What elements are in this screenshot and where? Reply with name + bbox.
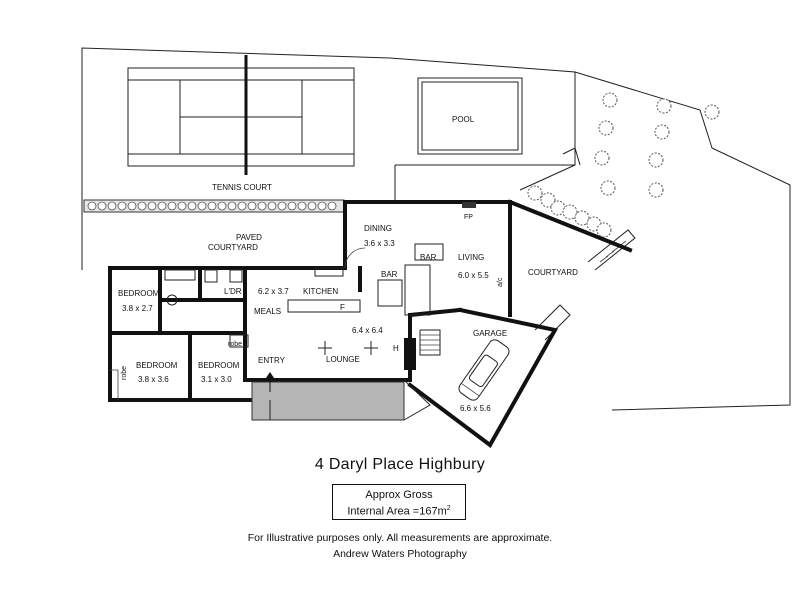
tennis-court: TENNIS COURT bbox=[127, 55, 355, 192]
tree-shrub bbox=[648, 152, 664, 168]
photographer-credit: Andrew Waters Photography bbox=[333, 548, 467, 560]
garden-hedge bbox=[83, 199, 345, 213]
house-walls bbox=[108, 199, 633, 448]
tree-shrub bbox=[600, 180, 616, 196]
tree-shrub bbox=[598, 120, 614, 136]
tree-shrub bbox=[594, 150, 610, 166]
fireplace-label: FP bbox=[464, 214, 473, 221]
garage-size: 6.6 x 5.6 bbox=[460, 404, 491, 413]
hedge-shrub bbox=[157, 201, 167, 211]
tree-shrub bbox=[602, 92, 618, 108]
living-size: 6.0 x 5.5 bbox=[458, 271, 489, 280]
tree-shrub bbox=[540, 192, 556, 208]
tree-shrub bbox=[550, 200, 566, 216]
hedge-shrub bbox=[217, 201, 227, 211]
bedroom2-size: 3.8 x 3.6 bbox=[138, 375, 169, 384]
dining-label: DINING bbox=[364, 224, 392, 233]
hedge-shrub bbox=[277, 201, 287, 211]
hedge-shrub bbox=[197, 201, 207, 211]
tree-shrub bbox=[704, 104, 720, 120]
courtyard-label: COURTYARD bbox=[528, 268, 578, 277]
hedge-shrub bbox=[137, 201, 147, 211]
bedroom1-label: BEDROOM bbox=[118, 289, 160, 298]
paved-courtyard-label-2: COURTYARD bbox=[208, 243, 258, 252]
hedge-shrub bbox=[187, 201, 197, 211]
front-patio bbox=[251, 381, 405, 421]
lounge-size: 6.4 x 6.4 bbox=[352, 326, 383, 335]
fridge-label: F bbox=[340, 303, 345, 312]
bedroom3-size: 3.1 x 3.0 bbox=[201, 375, 232, 384]
disclaimer-text: For Illustrative purposes only. All meas… bbox=[247, 532, 553, 544]
garden-trees bbox=[527, 92, 720, 238]
car-outline bbox=[458, 339, 510, 401]
tree-shrub bbox=[648, 182, 664, 198]
area-value: Internal Area =167m bbox=[347, 505, 447, 518]
kitchen-size: 6.2 x 3.7 bbox=[258, 287, 289, 296]
hedge-shrub bbox=[87, 201, 97, 211]
pool-label: POOL bbox=[452, 115, 475, 124]
area-summary-box: Approx Gross Internal Area =167m2 bbox=[332, 484, 466, 520]
tree-shrub bbox=[562, 204, 578, 220]
meals-label: MEALS bbox=[254, 307, 281, 316]
living-label: LIVING bbox=[458, 253, 484, 262]
hedge-shrub bbox=[247, 201, 257, 211]
hedge-shrub bbox=[107, 201, 117, 211]
tennis-court-label: TENNIS COURT bbox=[212, 183, 272, 192]
site-boundary bbox=[81, 47, 791, 411]
bar-upper-label: BAR bbox=[420, 253, 437, 262]
hedge-shrub bbox=[327, 201, 337, 211]
hedge-shrub bbox=[227, 201, 237, 211]
bedroom2-label: BEDROOM bbox=[136, 361, 178, 370]
lounge-label: LOUNGE bbox=[326, 355, 360, 364]
aircon-label: a/c bbox=[497, 277, 504, 287]
tree-shrub bbox=[654, 124, 670, 140]
robe-top-label: robe bbox=[228, 341, 242, 348]
entry-arrow-icon bbox=[266, 372, 274, 392]
room-labels: PAVED COURTYARD DINING 3.6 x 3.3 FP BAR … bbox=[118, 214, 578, 413]
hedge-shrub bbox=[117, 201, 127, 211]
hedge-shrub bbox=[297, 201, 307, 211]
hedge-shrub bbox=[237, 201, 247, 211]
area-unit-superscript: 2 bbox=[446, 505, 451, 512]
entry-label: ENTRY bbox=[258, 356, 286, 365]
hedge-shrub bbox=[257, 201, 267, 211]
hedge-shrub bbox=[97, 201, 107, 211]
hedge-shrub bbox=[287, 201, 297, 211]
paved-courtyard-label-1: PAVED bbox=[236, 233, 262, 242]
area-line-2: Internal Area =167m2 bbox=[333, 502, 465, 519]
hedge-shrub bbox=[317, 201, 327, 211]
garage-label: GARAGE bbox=[473, 329, 507, 338]
dining-size: 3.6 x 3.3 bbox=[364, 239, 395, 248]
interior-fixtures bbox=[110, 202, 476, 400]
property-address: 4 Daryl Place Highbury bbox=[314, 456, 486, 473]
kitchen-label: KITCHEN bbox=[303, 287, 338, 296]
tree-shrub bbox=[656, 98, 672, 114]
hedge-shrub bbox=[207, 201, 217, 211]
patio-edge bbox=[403, 379, 431, 421]
pool: POOL bbox=[417, 77, 581, 166]
heater-label: H bbox=[393, 344, 399, 353]
area-line-1: Approx Gross bbox=[365, 489, 433, 501]
bedroom3-label: BEDROOM bbox=[198, 361, 240, 370]
tree-shrub bbox=[574, 210, 590, 226]
hedge-shrub bbox=[267, 201, 277, 211]
tree-shrub bbox=[527, 185, 543, 201]
hedge-shrub bbox=[167, 201, 177, 211]
bar-lower-label: BAR bbox=[381, 270, 398, 279]
hedge-shrub bbox=[127, 201, 137, 211]
hedge-shrub bbox=[177, 201, 187, 211]
hedge-shrub bbox=[307, 201, 317, 211]
robe-side-label: robe bbox=[121, 366, 128, 380]
laundry-label: L'DR bbox=[224, 287, 242, 296]
tree-shrub bbox=[596, 222, 612, 238]
bedroom1-size: 3.8 x 2.7 bbox=[122, 304, 153, 313]
hedge-shrub bbox=[147, 201, 157, 211]
